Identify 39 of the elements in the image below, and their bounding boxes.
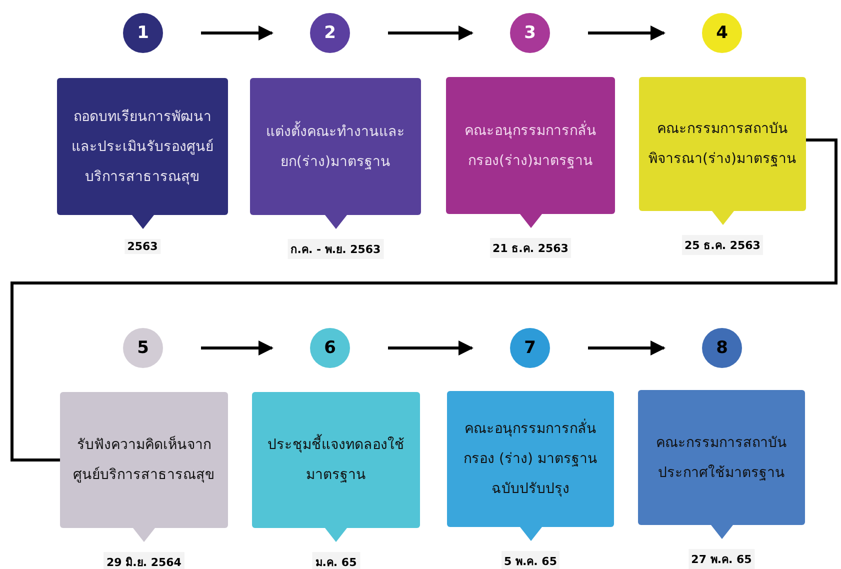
step-box (252, 392, 420, 528)
arrow (388, 26, 474, 40)
step-number-circle: 5 (123, 328, 163, 368)
connector-line (10, 138, 838, 462)
date-label: 25 ธ.ค. 2563 (682, 235, 764, 255)
arrow (588, 26, 666, 40)
step-text: คณะอนุกรรมการกลั่นกรอง(ร่าง)มาตรฐาน (464, 120, 598, 170)
step-box (638, 390, 805, 525)
step-box (60, 392, 228, 528)
arrow (201, 340, 274, 356)
step-box (639, 77, 806, 211)
step-text: ถอดบทเรียนการพัฒนาและประเมินรับรองศูนย์บริการสาธารณสุข (70, 108, 214, 187)
step-box (250, 78, 421, 215)
step-text: แต่งตั้งคณะทำงานและยก(ร่าง)มาตรฐาน (262, 116, 409, 176)
date-label: ม.ค. 65 (312, 552, 360, 569)
step-box (57, 78, 228, 215)
step-number-circle: 8 (702, 328, 742, 368)
arrow (588, 340, 666, 356)
arrow (388, 340, 474, 356)
step-text: คณะอนุกรรมการกลั่นกรอง (ร่าง) มาตรฐานฉบับปรับปรุง (459, 414, 602, 504)
step-text: คณะกรรมการสถาบันพิจารณา(ร่าง)มาตรฐาน (648, 120, 796, 169)
step-number-circle: 2 (310, 13, 350, 53)
step-text: ประชุมชี้แจงทดลองใช้มาตรฐาน (264, 430, 408, 490)
arrow (201, 26, 274, 40)
step-number-circle: 4 (702, 13, 742, 53)
step-text: รับฟังความคิดเห็นจากศูนย์บริการสาธารณสุข (72, 434, 216, 485)
date-label: 27 พ.ค. 65 (688, 549, 755, 569)
date-label: 5 พ.ค. 65 (501, 551, 560, 569)
date-label: 21 ธ.ค. 2563 (490, 238, 572, 258)
step-number-circle: 3 (510, 13, 550, 53)
step-text: คณะกรรมการสถาบันประกาศใช้มาตรฐาน (655, 434, 788, 482)
step-number-circle: 6 (310, 328, 350, 368)
step-box (447, 391, 614, 527)
step-number-circle: 1 (123, 13, 163, 53)
date-label: 29 มิ.ย. 2564 (104, 552, 184, 569)
step-number-circle: 7 (510, 328, 550, 368)
step-box (446, 77, 615, 214)
date-label: 2563 (124, 239, 161, 254)
date-label: ก.ค. - พ.ย. 2563 (287, 239, 384, 259)
